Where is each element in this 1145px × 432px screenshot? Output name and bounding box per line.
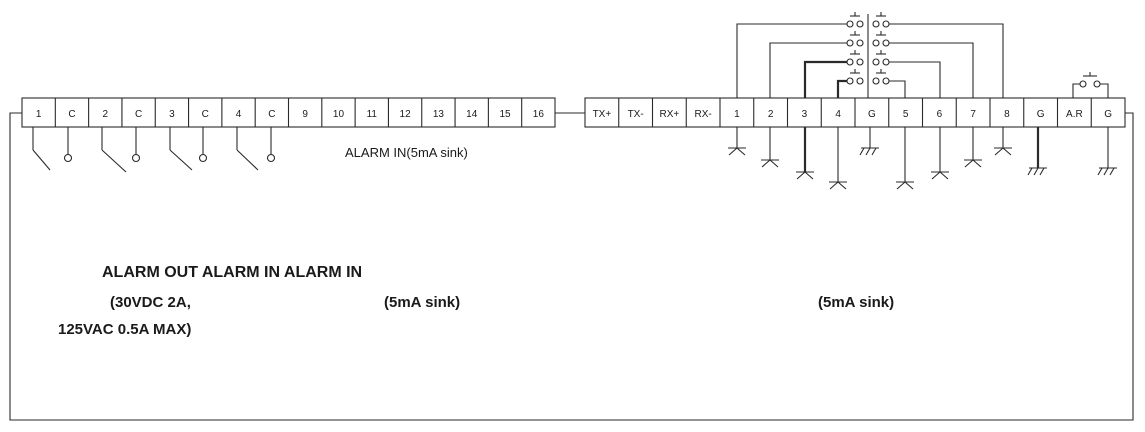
right-terminal-strip: TX+ TX- RX+ RX- 1 2 3 4 G 5 6 7 8 G A.R G [584,97,1126,128]
right-terminal: A.R [1056,98,1083,127]
left-terminal-label: C [268,109,275,120]
left-terminal-label: 13 [433,109,445,120]
left-terminal: 11 [354,98,378,127]
sensor-symbol [964,127,982,168]
alarm-in-small-label: ALARM IN(5mA sink) [345,145,468,160]
alarm-out-spec-line1: (30VDC 2A, [110,294,191,311]
right-terminal: 4 [820,98,841,127]
section-heading: ALARM OUT ALARM IN ALARM IN [102,264,362,281]
right-terminal: RX- [685,98,712,127]
left-terminal-label: 15 [499,109,511,120]
left-terminal-label: C [202,109,209,120]
sensor-symbol [931,127,949,180]
left-terminal-label: 3 [169,109,175,120]
right-terminal-label: G [868,109,876,120]
alarm-in-sensors [728,127,1012,190]
left-terminal-label: 2 [103,109,109,120]
left-terminal-label: 9 [302,109,308,120]
right-terminal-label: G [1104,109,1112,120]
left-terminal: C [121,98,142,127]
left-terminal: C [188,98,209,127]
left-terminal-label: C [68,109,75,120]
enclosure-outline [9,112,1134,421]
switch-row [846,31,890,47]
ground-symbols [859,127,1117,176]
left-terminal: 13 [421,98,445,127]
left-terminal-label: 11 [367,109,378,120]
left-terminal: 15 [487,98,511,127]
right-terminal-label: 5 [903,109,909,120]
right-terminal: G [854,98,876,127]
right-terminal: 8 [989,98,1010,127]
switch-row [846,50,890,66]
left-terminal: 2 [88,98,109,127]
left-terminal: 3 [154,98,175,127]
sensor-symbol [796,127,814,180]
right-terminal-label: 3 [802,109,808,120]
left-terminal-label: C [135,109,142,120]
left-terminal: 12 [387,98,412,127]
sensor-symbol [829,127,847,190]
right-terminal: TX- [618,98,644,127]
right-terminal-label: A.R [1066,109,1083,120]
right-terminal-label: 6 [937,109,943,120]
right-terminal: G [1023,98,1045,127]
left-terminal-label: 16 [533,109,545,120]
left-terminal: 14 [454,98,478,127]
sensor-symbol [761,127,779,168]
right-terminal: 1 [719,98,740,127]
right-terminal-label: 8 [1004,109,1010,120]
right-terminal-label: TX+ [593,109,612,120]
right-terminal: RX+ [651,98,680,127]
alarm-out-spec-line2: 125VAC 0.5A MAX) [58,321,191,338]
left-terminal-label: 1 [36,109,42,120]
right-terminal: 3 [786,98,808,127]
sensor-symbol [896,127,914,190]
left-terminal: C [254,98,275,127]
switch-row [846,12,890,28]
left-terminal: 1 [36,109,42,120]
right-terminal-label: 1 [734,109,740,120]
left-terminal-label: 12 [400,109,412,120]
right-terminal: 5 [888,98,909,127]
left-terminal: 9 [287,98,308,127]
right-terminal-label: 4 [835,109,841,120]
switch-row [846,69,890,85]
ground-symbol [1027,127,1047,176]
left-terminal-label: 4 [236,109,242,120]
left-terminal-label: 10 [333,109,345,120]
alarm-input-switches [736,12,1004,98]
left-terminal: 10 [321,98,345,127]
left-terminal: 16 [521,98,545,127]
left-terminal: 4 [221,98,242,127]
right-terminal-label: 7 [970,109,976,120]
ground-symbol [859,127,879,156]
right-terminal-label: TX- [628,109,644,120]
right-terminal-label: RX- [695,109,712,120]
right-terminal: G [1090,98,1112,127]
right-terminal: 2 [753,98,774,127]
left-terminal-strip: 1 C 2 C 3 C 4 C 9 10 11 12 13 14 15 16 [21,97,556,128]
alarm-out-relay-contacts [32,127,276,173]
ground-symbol [1097,127,1117,176]
right-terminal-label: G [1037,109,1045,120]
alarm-in-sink-middle: (5mA sink) [384,294,460,311]
left-terminal: C [54,98,76,127]
right-terminal: 7 [955,98,976,127]
alarm-in-sink-right: (5mA sink) [818,294,894,311]
right-terminal-label: 2 [768,109,774,120]
sensor-symbol [994,127,1012,156]
sensor-symbol [728,127,746,156]
alarm-reset-button [1072,72,1109,98]
right-terminal-label: RX+ [660,109,680,120]
right-terminal: TX+ [593,109,612,120]
right-terminal: 6 [921,98,943,127]
left-terminal-label: 14 [466,109,478,120]
